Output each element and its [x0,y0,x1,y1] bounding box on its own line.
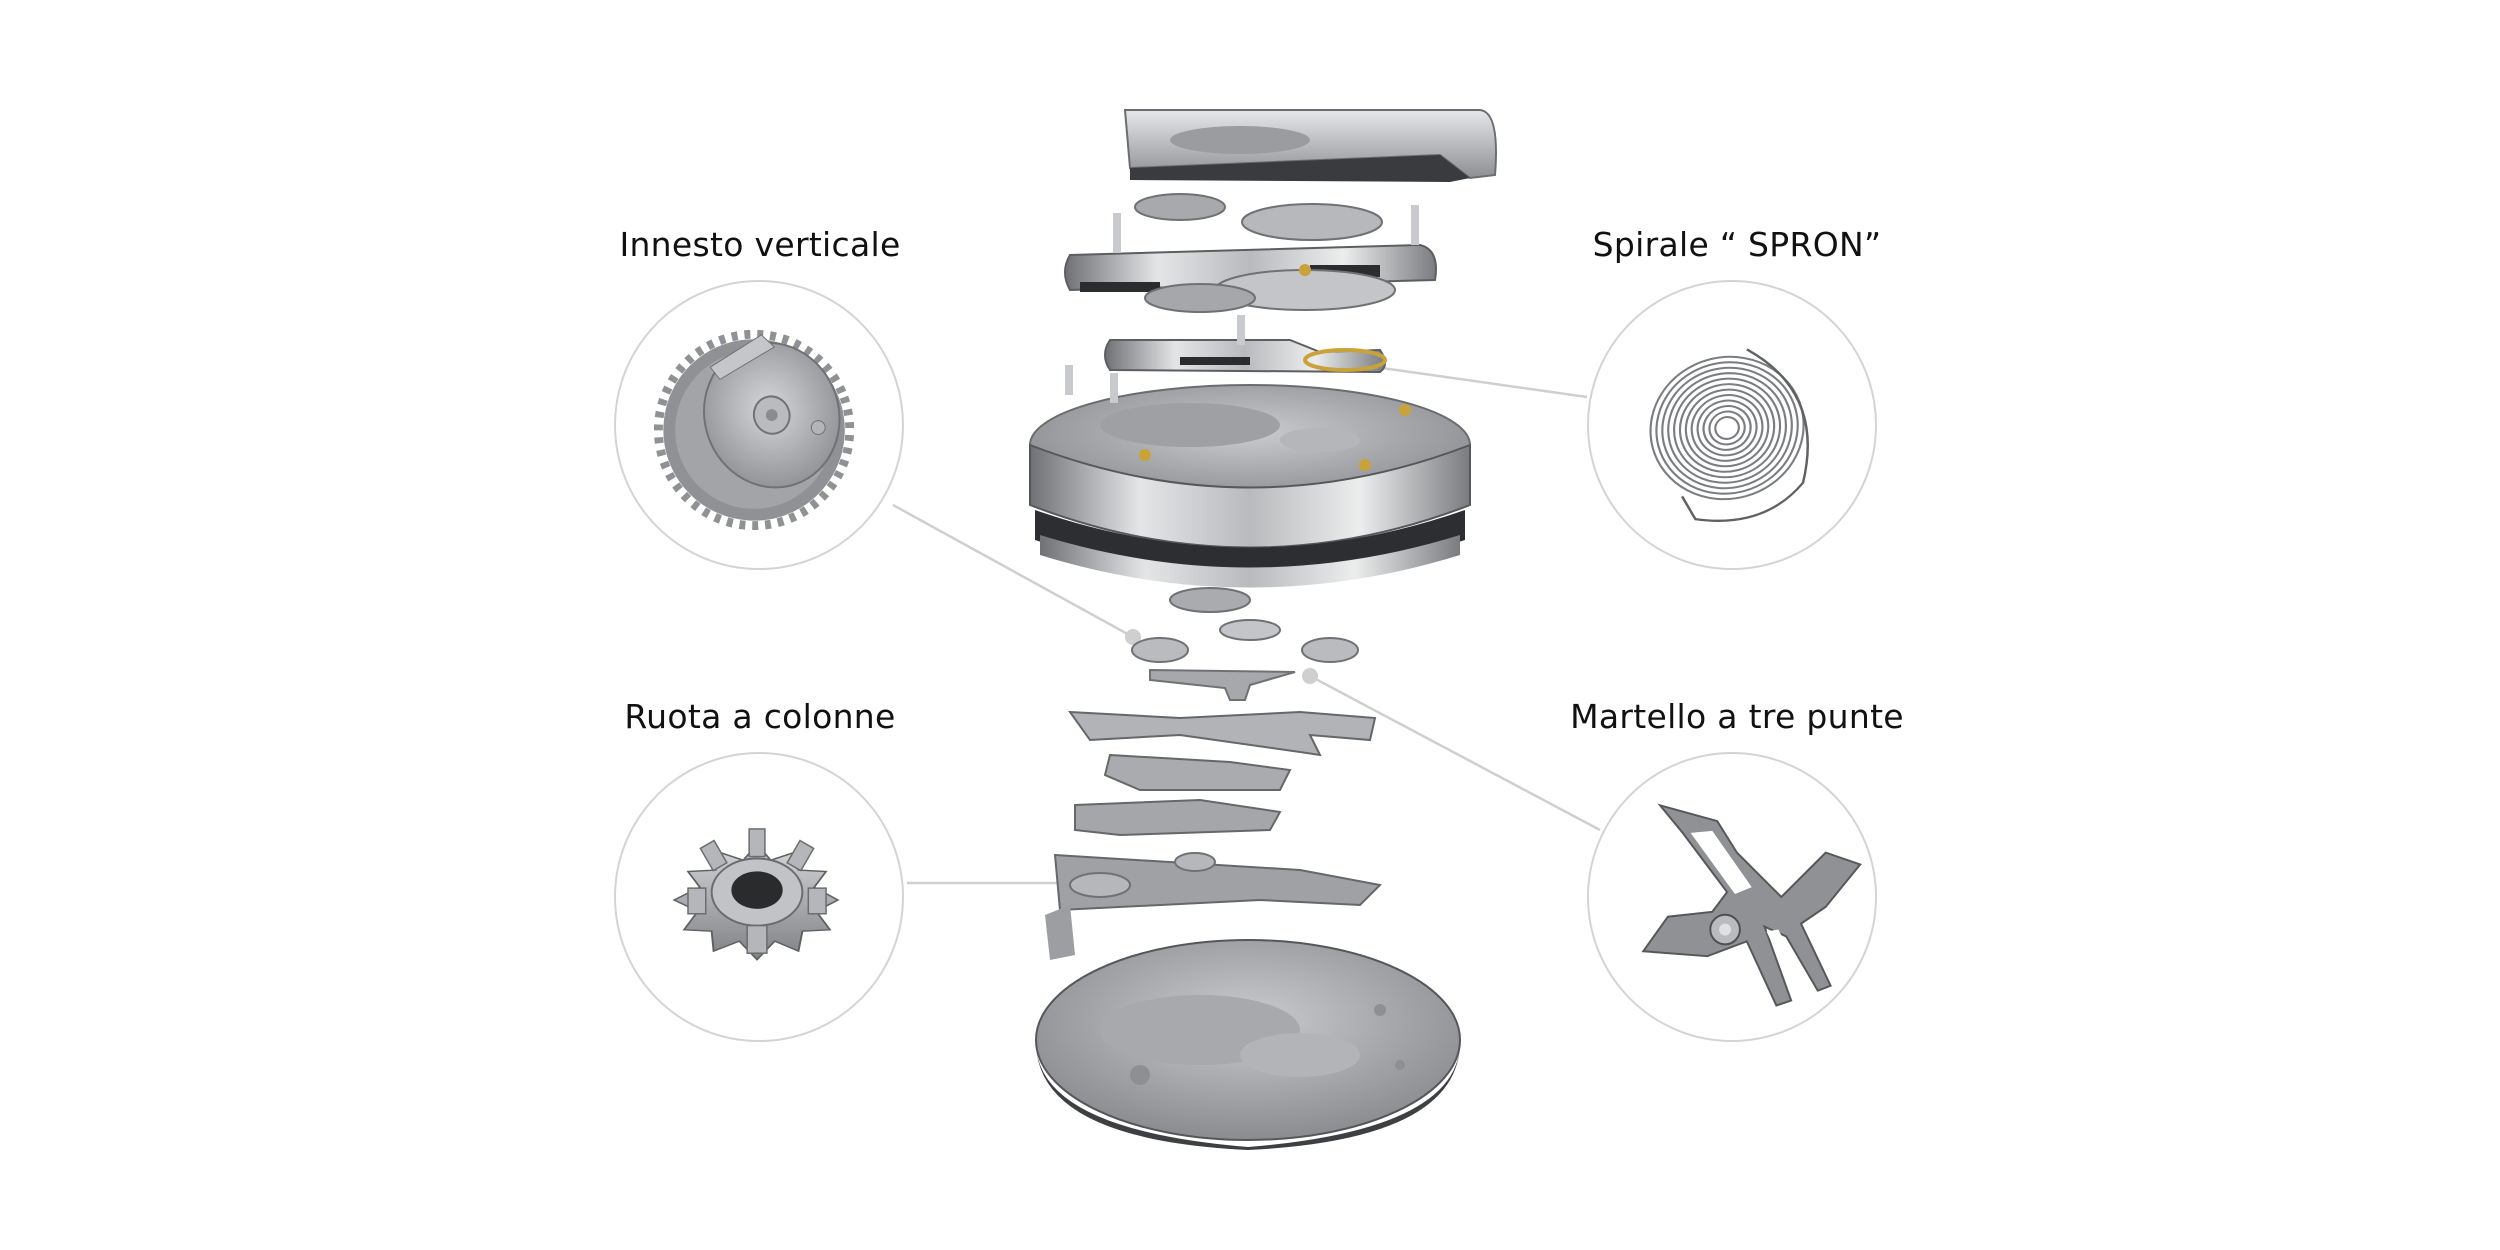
label-vertical-clutch: Innesto verticale [619,225,901,264]
label-spron-hairspring: Spirale “ SPRON” [1592,225,1882,264]
connector-dot-vertical-clutch [1125,629,1141,645]
connector-dot-hammer [1302,668,1318,684]
label-column-wheel: Ruota a colonne [624,697,896,736]
base-plate [1035,939,1461,1150]
callout-spron-hairspring [1587,280,1877,570]
label-three-point-hammer: Martello a tre punte [1570,697,1904,736]
main-plate-assembly [1029,365,1471,588]
column-wheel-icon [672,828,840,961]
callout-three-point-hammer [1587,752,1877,1042]
callout-vertical-clutch [614,280,904,570]
gear-train-layer [1064,193,1437,313]
vertical-clutch-icon [653,329,855,531]
hairspring-icon [1649,348,1809,522]
chronograph-levers [1045,710,1383,960]
balance-bridge [1104,315,1387,374]
callout-column-wheel [614,752,904,1042]
hammer-icon [1641,803,1862,1007]
chronograph-wheels [1131,587,1359,701]
top-bridge [1123,109,1497,182]
